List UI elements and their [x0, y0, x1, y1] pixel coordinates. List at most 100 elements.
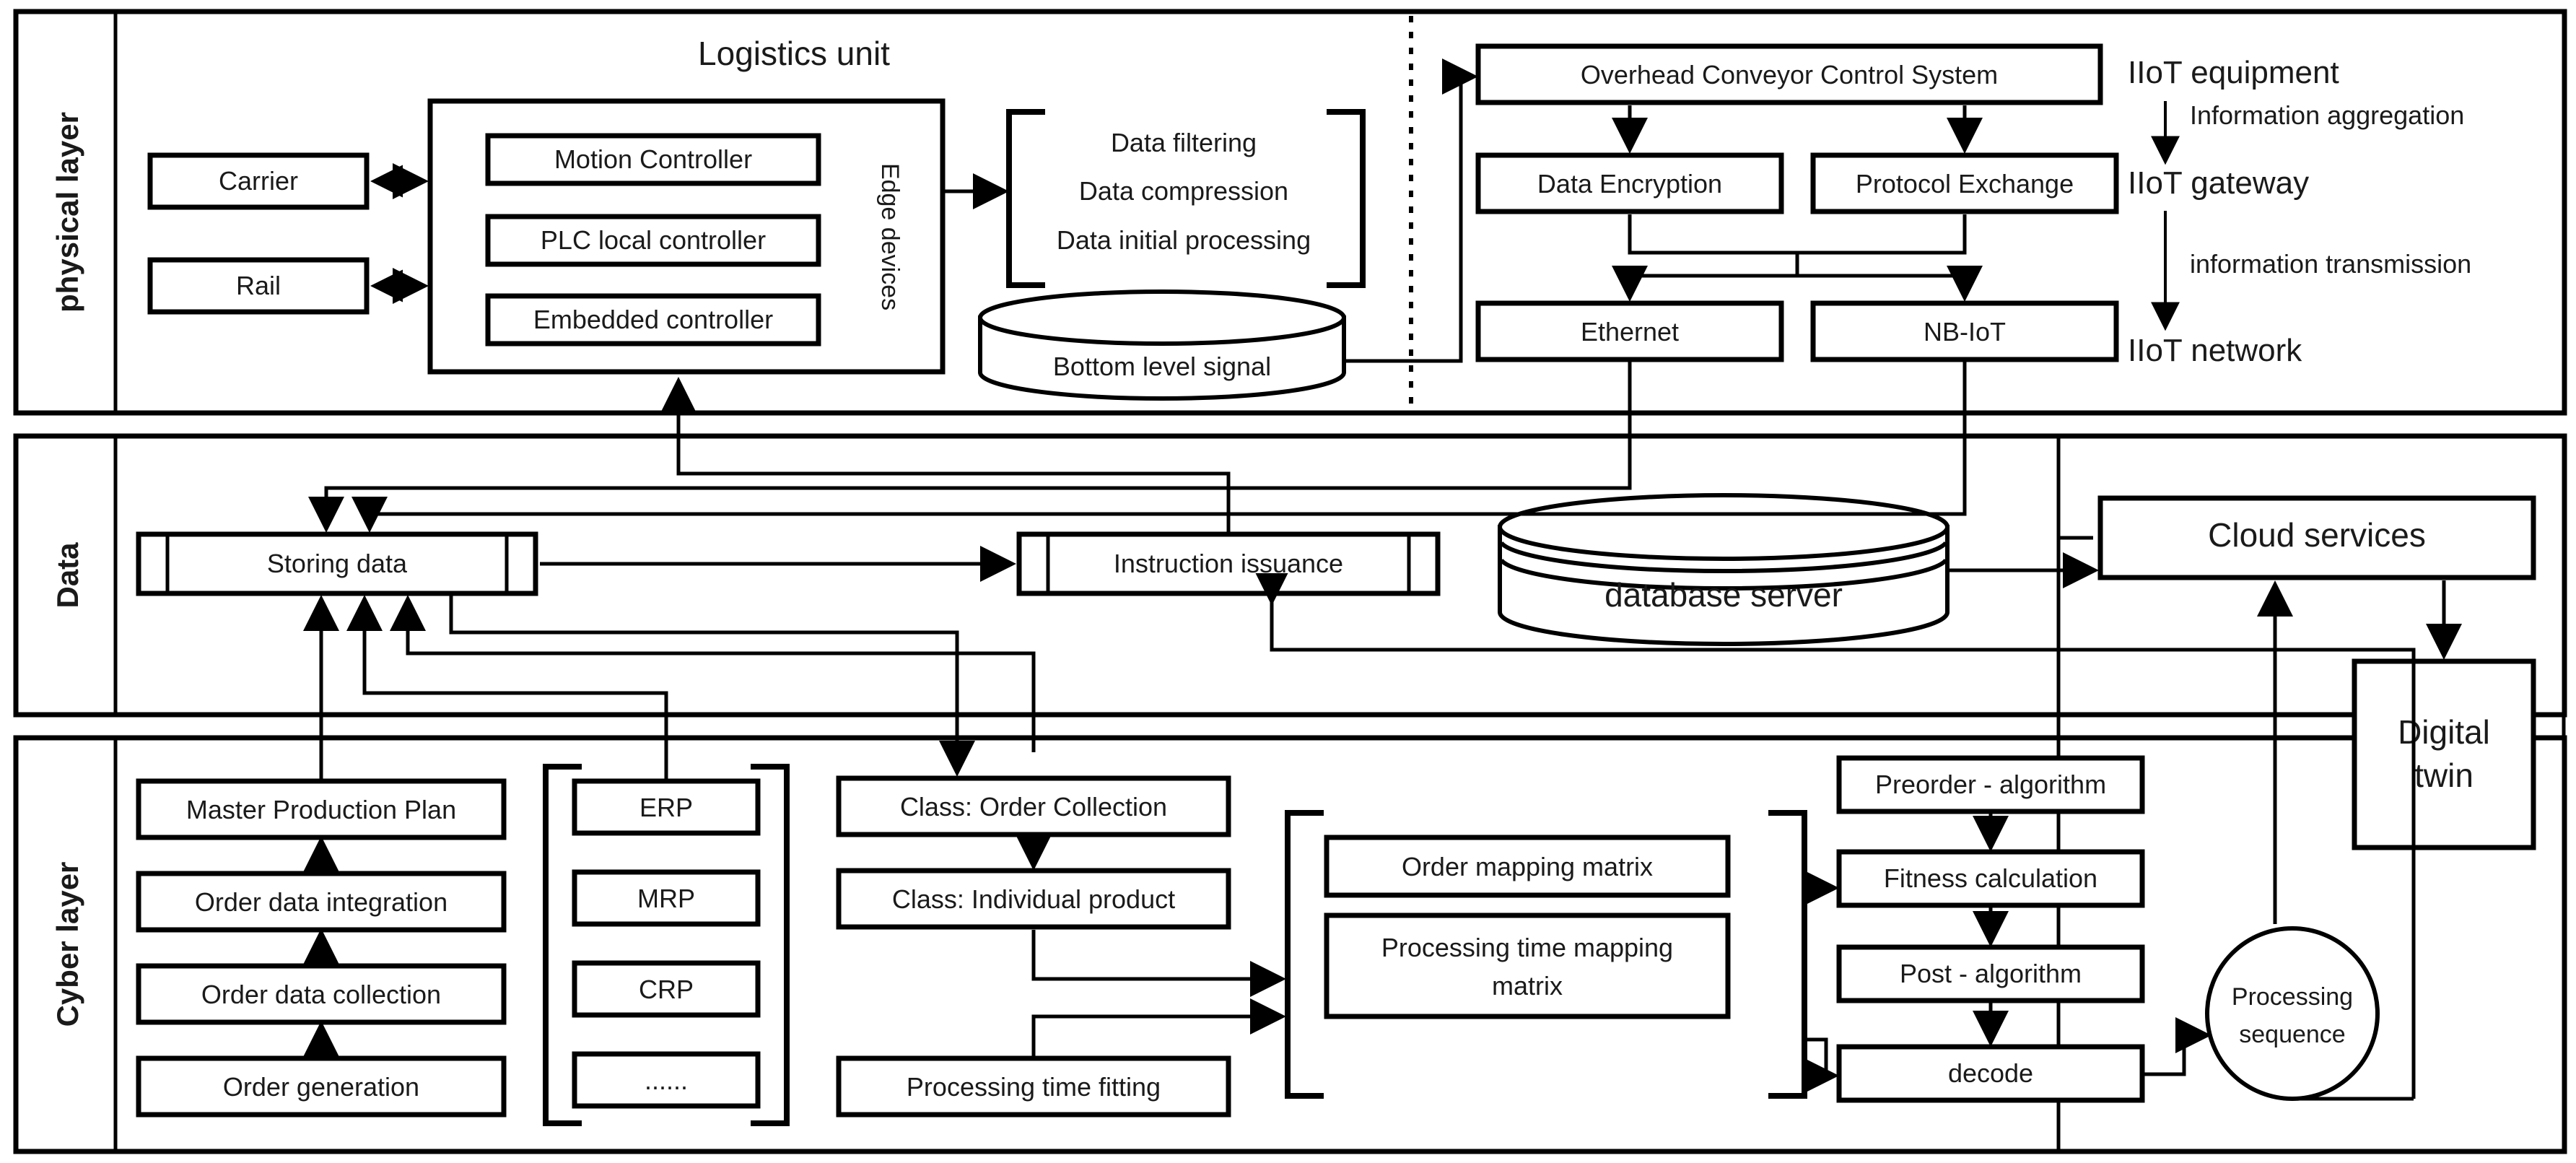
- processing-line-2: Data compression: [1079, 176, 1288, 206]
- node-preorder-algorithm-label: Preorder - algorithm: [1875, 770, 2106, 799]
- systems-bracket: [543, 764, 790, 1126]
- node-processing-time-mapping-matrix-line2: matrix: [1492, 971, 1563, 1001]
- node-instruction-issuance[interactable]: Instruction issuance: [1016, 531, 1441, 596]
- node-fitness-calculation-label: Fitness calculation: [1884, 863, 2097, 893]
- node-order-data-collection-label: Order data collection: [201, 980, 441, 1009]
- processing-bracket: [1006, 109, 1366, 288]
- node-order-data-collection[interactable]: Order data collection: [136, 963, 507, 1025]
- node-decode-label: decode: [1948, 1058, 2033, 1088]
- node-order-generation[interactable]: Order generation: [136, 1055, 507, 1118]
- node-carrier-label: Carrier: [219, 166, 298, 196]
- node-embedded-controller-label: Embedded controller: [533, 305, 773, 334]
- node-database-server[interactable]: database server: [1498, 493, 1950, 646]
- node-processing-sequence-line1: Processing: [2232, 983, 2353, 1011]
- arrow-individual-to-matrix: [1031, 930, 1287, 997]
- matrix-bracket: [1285, 810, 1807, 1099]
- node-plc-local-controller-label: PLC local controller: [541, 225, 766, 255]
- node-processing-sequence[interactable]: Processing sequence: [2205, 926, 2414, 1101]
- node-processing-time-mapping-matrix[interactable]: Processing time mapping matrix: [1324, 912, 1731, 1019]
- node-processing-time-fitting-label: Processing time fitting: [907, 1072, 1161, 1102]
- node-erp[interactable]: ERP: [572, 778, 761, 836]
- node-digital-twin-line1: Digital: [2398, 713, 2490, 751]
- edge-devices-side-label: Edge devices: [876, 163, 904, 310]
- node-mrp-label: MRP: [637, 884, 695, 913]
- arrow-decode-to-sequence: [2144, 1017, 2212, 1076]
- node-digital-twin[interactable]: Digital twin: [2352, 658, 2536, 850]
- arrow-fitting-to-matrix: [1031, 998, 1287, 1058]
- arrow-signal-to-conveyor: [1344, 58, 1479, 363]
- node-order-generation-label: Order generation: [223, 1072, 419, 1102]
- arrow-ethernet-to-storing: [308, 361, 1632, 533]
- node-data-encryption-label: Data Encryption: [1537, 169, 1722, 199]
- node-instruction-issuance-label: Instruction issuance: [1114, 549, 1343, 578]
- node-order-data-integration-label: Order data integration: [195, 887, 447, 917]
- iiot-aggregation-label: Information aggregation: [2190, 100, 2464, 130]
- node-nb-iot[interactable]: NB-IoT: [1810, 300, 2119, 362]
- node-preorder-algorithm[interactable]: Preorder - algorithm: [1836, 755, 2145, 814]
- node-storing-data-label: Storing data: [267, 549, 408, 578]
- node-more-systems[interactable]: ......: [572, 1051, 761, 1109]
- node-post-algorithm-label: Post - algorithm: [1900, 959, 2082, 988]
- node-overhead-conveyor-control-system[interactable]: Overhead Conveyor Control System: [1475, 43, 2103, 105]
- node-overhead-conveyor-label: Overhead Conveyor Control System: [1581, 60, 1998, 90]
- node-processing-time-mapping-matrix-line1: Processing time mapping: [1381, 933, 1673, 962]
- layer-label-data: Data: [51, 542, 84, 609]
- iiot-network-label: IIoT network: [2128, 333, 2302, 368]
- node-rail[interactable]: Rail: [147, 257, 370, 315]
- node-crp-label: CRP: [639, 975, 694, 1004]
- node-rail-label: Rail: [236, 271, 281, 300]
- arrow-sequence-to-instruction: [1255, 572, 2416, 1099]
- node-cloud-services[interactable]: Cloud services: [2097, 495, 2536, 580]
- node-post-algorithm[interactable]: Post - algorithm: [1836, 944, 2145, 1003]
- node-class-order-collection-label: Class: Order Collection: [900, 792, 1167, 822]
- iiot-equipment-label: IIoT equipment: [2128, 55, 2339, 90]
- node-motion-controller-label: Motion Controller: [554, 144, 752, 174]
- node-storing-data[interactable]: Storing data: [136, 531, 538, 596]
- node-class-order-collection[interactable]: Class: Order Collection: [836, 775, 1231, 837]
- node-motion-controller[interactable]: Motion Controller: [485, 133, 821, 186]
- node-carrier[interactable]: Carrier: [147, 152, 370, 210]
- arrow-nbiot-to-storing: [352, 361, 1967, 533]
- node-crp[interactable]: CRP: [572, 960, 761, 1018]
- node-embedded-controller[interactable]: Embedded controller: [485, 293, 821, 347]
- node-order-mapping-matrix[interactable]: Order mapping matrix: [1324, 835, 1731, 898]
- node-processing-sequence-line2: sequence: [2239, 1021, 2345, 1048]
- arrow-matrix-to-decode: [1803, 1037, 1840, 1094]
- node-protocol-exchange[interactable]: Protocol Exchange: [1810, 152, 2119, 214]
- node-bottom-level-signal[interactable]: Bottom level signal: [978, 289, 1346, 401]
- node-processing-time-fitting[interactable]: Processing time fitting: [836, 1055, 1231, 1118]
- node-data-encryption[interactable]: Data Encryption: [1475, 152, 1784, 214]
- physical-layer-frame: [13, 9, 2567, 416]
- node-nb-iot-label: NB-IoT: [1924, 317, 2006, 347]
- node-ethernet[interactable]: Ethernet: [1475, 300, 1784, 362]
- iiot-transmission-label: information transmission: [2190, 249, 2471, 279]
- node-order-mapping-matrix-label: Order mapping matrix: [1402, 852, 1653, 881]
- node-master-production-plan[interactable]: Master Production Plan: [136, 778, 507, 840]
- node-more-systems-label: ......: [645, 1066, 688, 1095]
- arrow-storing-to-order-collection: [449, 595, 975, 777]
- node-digital-twin-line2: twin: [2414, 757, 2474, 794]
- node-master-production-plan-label: Master Production Plan: [186, 795, 456, 824]
- node-erp-label: ERP: [639, 793, 693, 822]
- arrow-erp-to-storing: [346, 594, 668, 781]
- logistics-unit-title: Logistics unit: [698, 35, 890, 72]
- arrow-instruction-to-edge: [660, 376, 1231, 534]
- merge-encryption-protocol: [1628, 214, 1967, 255]
- node-plc-local-controller[interactable]: PLC local controller: [485, 214, 821, 267]
- node-class-individual-product-label: Class: Individual product: [892, 884, 1175, 914]
- node-ethernet-label: Ethernet: [1581, 317, 1679, 347]
- node-protocol-exchange-label: Protocol Exchange: [1856, 169, 2074, 199]
- node-mrp[interactable]: MRP: [572, 869, 761, 927]
- layer-label-physical: physical layer: [51, 112, 84, 313]
- processing-line-1: Data filtering: [1111, 128, 1257, 157]
- node-cloud-services-label: Cloud services: [2208, 516, 2426, 554]
- node-bottom-level-signal-label: Bottom level signal: [1053, 352, 1271, 381]
- arrow-class-to-storing: [390, 594, 1036, 752]
- node-database-server-label: database server: [1604, 576, 1843, 614]
- node-class-individual-product[interactable]: Class: Individual product: [836, 868, 1231, 930]
- node-order-data-integration[interactable]: Order data integration: [136, 871, 507, 933]
- iiot-gateway-label: IIoT gateway: [2128, 165, 2309, 201]
- node-decode[interactable]: decode: [1836, 1044, 2145, 1103]
- node-fitness-calculation[interactable]: Fitness calculation: [1836, 849, 2145, 908]
